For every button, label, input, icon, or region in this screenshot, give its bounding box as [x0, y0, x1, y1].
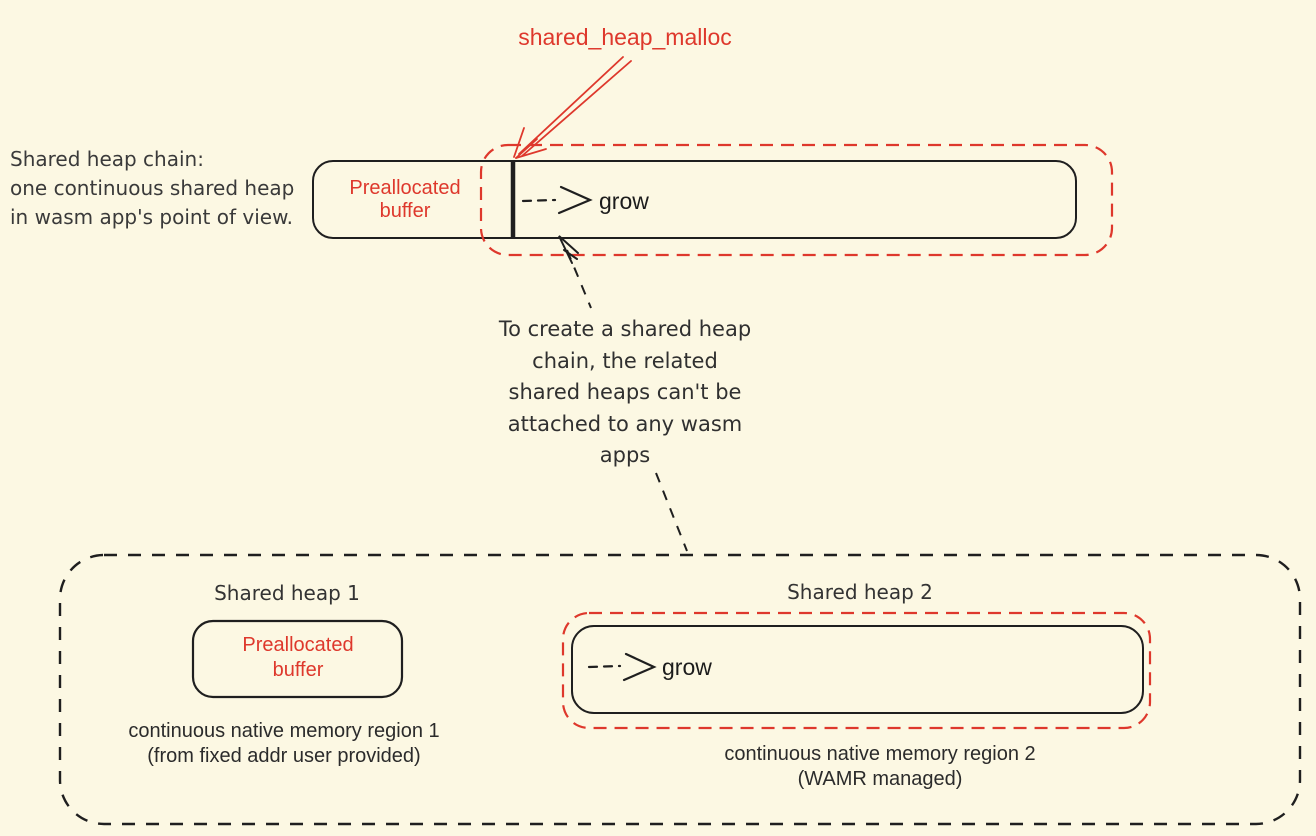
- chain-caption-line: in wasm app's point of view.: [10, 205, 293, 229]
- shared-heap2-box: [571, 625, 1144, 714]
- preallocated-buffer-line: buffer: [272, 659, 324, 681]
- memory-region1-caption-line: continuous native memory region 1: [128, 720, 440, 742]
- preallocated-buffer-label-bottom: Preallocated buffer: [242, 633, 353, 683]
- preallocated-buffer-line: Preallocated: [242, 634, 354, 656]
- note-text: To create a shared heap chain, the relat…: [499, 314, 751, 472]
- memory-region1-caption-line: (from fixed addr user provided): [147, 745, 421, 767]
- note-line: To create a shared heap: [498, 317, 752, 341]
- shared-heap1-title: Shared heap 1: [214, 581, 360, 605]
- malloc-function-label: shared_heap_malloc: [518, 24, 732, 50]
- note-line: apps: [599, 443, 651, 467]
- preallocated-buffer-label-top: Preallocated buffer: [349, 177, 460, 223]
- grow-arrow-icon-top: [521, 185, 593, 215]
- shared-heap-chain-bar: [312, 160, 1077, 239]
- malloc-arrow-icon: [513, 56, 632, 159]
- attach-pointer-icon: [558, 235, 579, 264]
- preallocated-buffer-line: Preallocated: [349, 177, 461, 199]
- connector-bar-to-note: [566, 249, 592, 309]
- grow-label-bottom: grow: [662, 654, 712, 680]
- memory-region2-caption-line: (WAMR managed): [797, 768, 963, 790]
- connector-note-to-box: [655, 472, 688, 552]
- grow-label-top: grow: [599, 188, 649, 214]
- memory-region2-caption: continuous native memory region 2 (WAMR …: [724, 742, 1035, 792]
- grow-arrow-icon-bottom: [587, 652, 657, 682]
- shared-heap2-title: Shared heap 2: [787, 580, 933, 604]
- note-line: attached to any wasm: [507, 411, 743, 436]
- preallocated-buffer-line: buffer: [379, 200, 431, 222]
- note-line: shared heaps can't be: [508, 380, 742, 404]
- shared-heap1-box: [191, 619, 404, 699]
- native-memory-regions-container: [58, 553, 1302, 826]
- chain-caption: Shared heap chain: one continuous shared…: [10, 145, 294, 232]
- memory-region2-caption-line: continuous native memory region 2: [724, 743, 1036, 765]
- note-line: chain, the related: [532, 348, 718, 373]
- chain-caption-line: Shared heap chain:: [10, 147, 204, 171]
- chain-caption-line: one continuous shared heap: [10, 176, 295, 200]
- memory-region1-caption: continuous native memory region 1 (from …: [128, 719, 439, 769]
- shared-heap2-dashed-outline-bottom: [561, 611, 1152, 730]
